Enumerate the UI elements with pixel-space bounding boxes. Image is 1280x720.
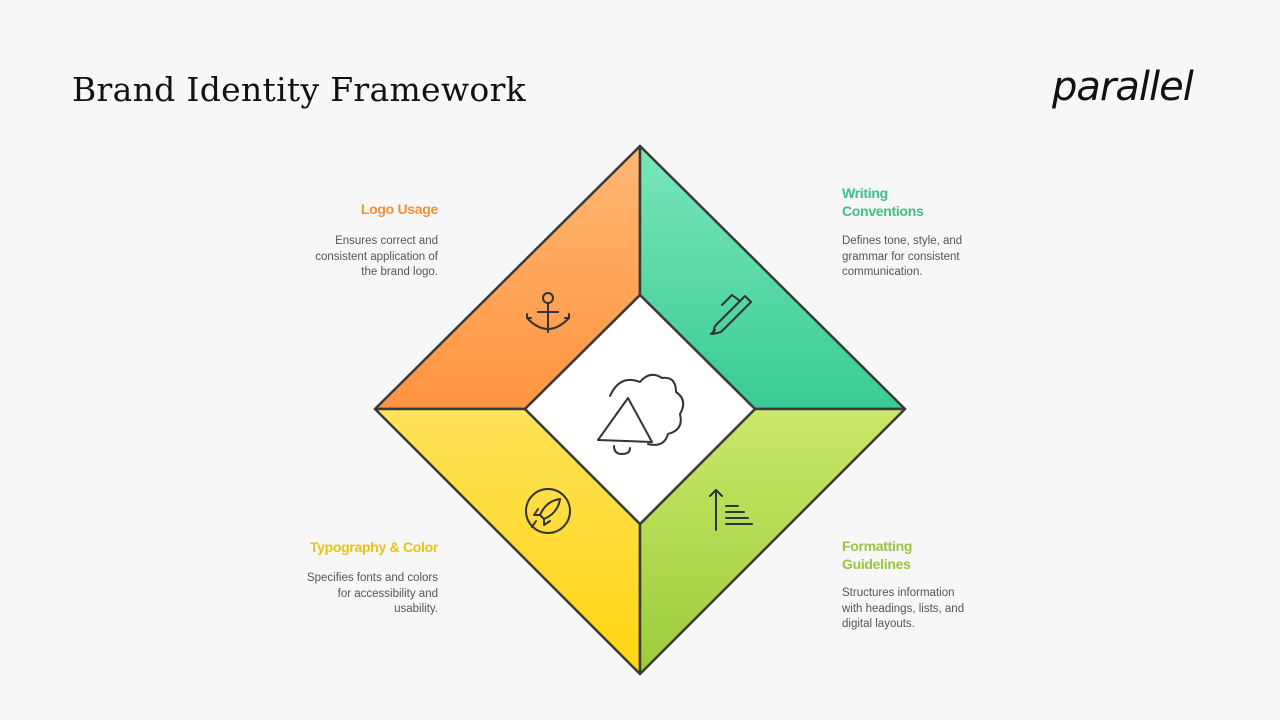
page-title: Brand Identity Framework — [72, 70, 526, 109]
writing-conventions-description: Defines tone, style, and grammar for con… — [842, 235, 963, 278]
writing-conventions-title: Writing Conventions — [842, 185, 924, 219]
typography-color-description: Specifies fonts and colors for accessibi… — [306, 572, 438, 615]
anchor-icon — [526, 292, 570, 333]
rocket-icon — [525, 488, 571, 534]
typography-color-title: Typography & Color — [309, 539, 438, 555]
pen-icon — [710, 294, 752, 335]
logo-usage-title: Logo Usage — [360, 201, 438, 217]
formatting-guidelines-description: Structures information with headings, li… — [842, 587, 965, 630]
brand-logo: parallel — [1052, 64, 1194, 110]
formatting-guidelines-title: Formatting Guidelines — [842, 538, 913, 572]
center-square — [523, 293, 757, 526]
megaphone-icon — [597, 373, 685, 455]
list-icon — [709, 489, 753, 531]
logo-usage-description: Ensures correct and consistent applicati… — [315, 235, 438, 278]
